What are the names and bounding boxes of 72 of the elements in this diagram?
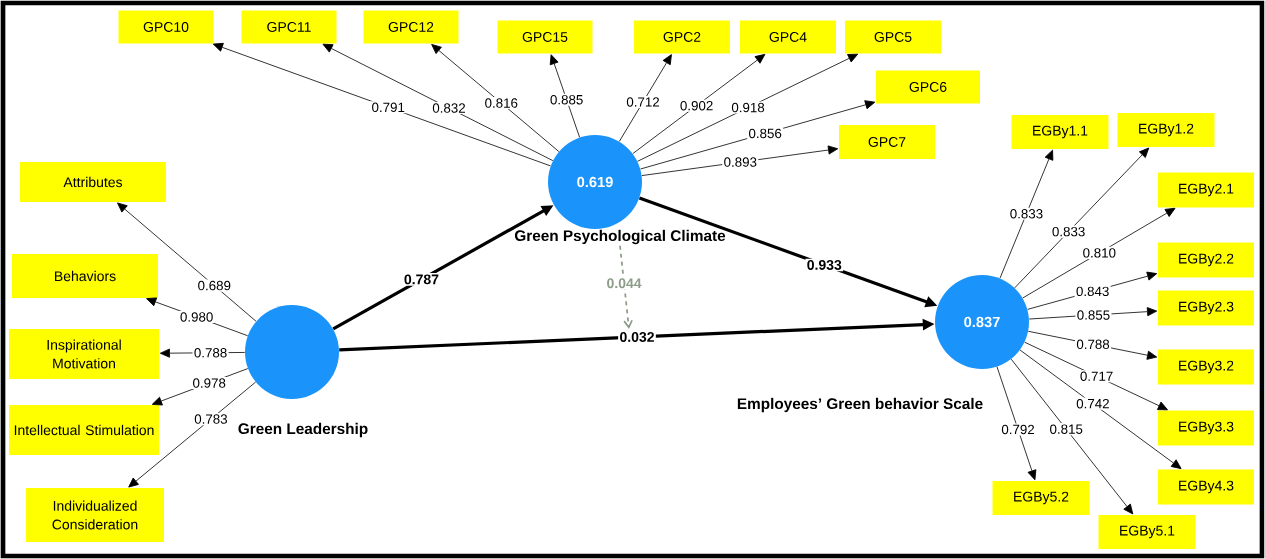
edge-label: 0.843 xyxy=(1074,285,1111,298)
construct-label: Employees’ Green behavior Scale xyxy=(737,397,983,413)
edge-label: 0.815 xyxy=(1048,423,1085,436)
indicator-box: EGBy5.2 xyxy=(992,481,1090,515)
edge-label: 0.833 xyxy=(1008,207,1045,220)
indicator-box: EGBy3.2 xyxy=(1158,349,1254,385)
arrow xyxy=(632,53,766,154)
edge-label: 0.788 xyxy=(1075,338,1112,351)
indicator-box: GPC12 xyxy=(363,10,459,44)
indicator-box: Attributes xyxy=(20,162,166,202)
arrow xyxy=(212,42,551,167)
edge-label: 0.032 xyxy=(618,330,656,344)
indicator-box: GPC10 xyxy=(118,10,214,44)
edge-label: 0.856 xyxy=(747,127,784,140)
arrow xyxy=(128,381,256,488)
indicator-box: GPC15 xyxy=(497,20,593,54)
arrow xyxy=(640,100,876,170)
indicator-box: GPC2 xyxy=(634,20,730,54)
edge-label: 0.044 xyxy=(605,276,643,290)
edge-label: 0.816 xyxy=(483,97,520,110)
edge-label: 0.832 xyxy=(431,102,467,115)
arrow xyxy=(999,149,1054,279)
edge-label: 0.918 xyxy=(730,101,767,114)
edge-label: 0.689 xyxy=(196,279,233,292)
indicator-box: EGBy2.2 xyxy=(1158,242,1254,278)
edge-label: 0.787 xyxy=(402,273,441,286)
edge-label: 0.933 xyxy=(805,258,844,272)
arrow xyxy=(619,244,633,329)
edge-label: 0.791 xyxy=(370,101,407,114)
edge-label: 0.792 xyxy=(1000,423,1037,436)
indicator-box: EGBy2.3 xyxy=(1158,290,1254,326)
edge-label: 0.810 xyxy=(1081,246,1118,259)
indicator-box: EGBy1.2 xyxy=(1117,113,1215,147)
indicator-box: Inspirational Motivation xyxy=(9,329,159,379)
edge-label: 0.855 xyxy=(1075,308,1112,322)
arrow xyxy=(637,53,859,162)
indicator-box: EGBy3.3 xyxy=(1158,410,1254,446)
indicator-box: GPC4 xyxy=(740,20,836,54)
indicator-box: EGBy1.1 xyxy=(1011,115,1109,149)
arrow xyxy=(431,44,560,152)
indicator-box: GPC6 xyxy=(876,70,980,104)
indicator-box: GPC11 xyxy=(241,10,337,44)
arrow xyxy=(1022,207,1176,299)
indicator-box: Behaviors xyxy=(12,254,158,298)
edge-label: 0.893 xyxy=(722,156,759,169)
arrow xyxy=(996,366,1037,481)
edge-label: 0.980 xyxy=(178,310,215,324)
arrow xyxy=(1010,358,1134,515)
edge-label: 0.978 xyxy=(191,377,228,390)
construct-label: Green Leadership xyxy=(238,422,368,438)
indicator-box: GPC5 xyxy=(845,20,941,54)
edge-label: 0.717 xyxy=(1078,370,1115,383)
indicator-box: Intellectual Stimulation xyxy=(9,405,159,455)
edge-label: 0.885 xyxy=(548,93,585,106)
indicator-box: Individualized Consideration xyxy=(26,488,164,542)
arrow xyxy=(117,202,257,322)
edge-label: 0.788 xyxy=(192,346,229,359)
arrow xyxy=(618,54,672,142)
arrow xyxy=(322,43,554,162)
edge-label: 0.902 xyxy=(678,99,715,112)
edge-label: 0.833 xyxy=(1050,225,1087,238)
edge-label: 0.712 xyxy=(625,95,661,109)
arrow xyxy=(1014,147,1150,289)
indicator-box: EGBy2.1 xyxy=(1158,172,1254,208)
edge-label: 0.742 xyxy=(1074,397,1111,410)
edge-label: 0.783 xyxy=(192,413,229,426)
arrow xyxy=(549,54,580,138)
indicator-box: GPC7 xyxy=(839,125,935,159)
arrow xyxy=(1019,349,1182,470)
construct-label: Green Psychological Climate xyxy=(514,229,726,245)
indicator-box: EGBy4.3 xyxy=(1158,469,1254,505)
indicator-box: EGBy5.1 xyxy=(1098,515,1196,549)
